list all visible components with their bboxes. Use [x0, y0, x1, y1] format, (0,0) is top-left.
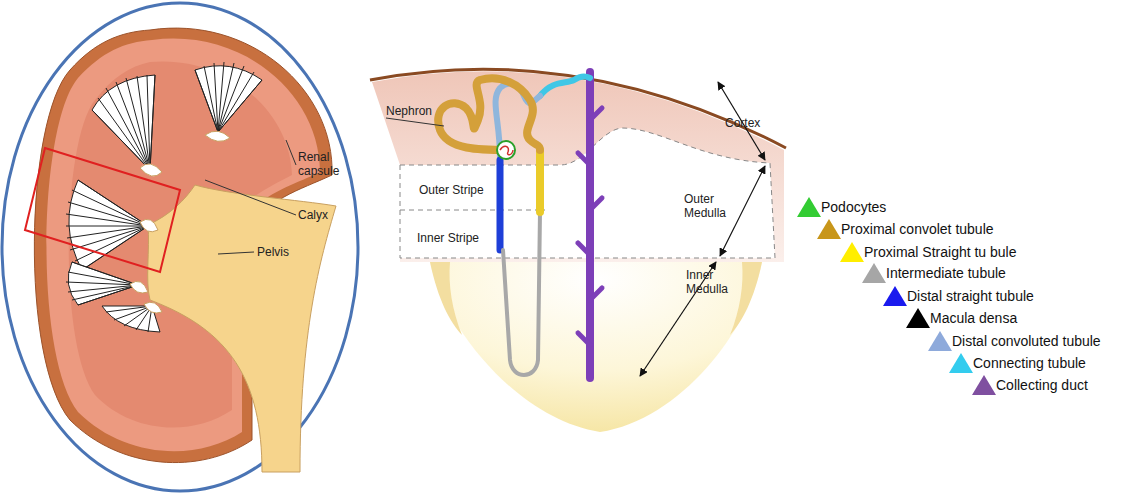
legend-triangle — [949, 353, 973, 373]
legend-swatch — [840, 241, 866, 263]
legend-swatch — [928, 330, 954, 352]
part-label: Inner Stripe — [417, 231, 527, 245]
legend-triangle — [862, 263, 886, 283]
legend-triangle — [972, 375, 996, 395]
legend-text: Distal convoluted tubule — [952, 333, 1101, 350]
part-label: Pelvis — [257, 245, 317, 259]
legend-triangle — [840, 242, 864, 262]
legend-text: Connecting tubule — [973, 355, 1086, 372]
legend-text: Collecting duct — [996, 377, 1088, 394]
legend-text: Proximal Straight tu bule — [864, 244, 1017, 261]
legend-swatch — [862, 262, 888, 284]
legend-triangle — [928, 331, 952, 351]
part-label: Renal capsule — [298, 150, 358, 178]
legend-swatch — [906, 307, 932, 329]
part-label: Outer Stripe — [419, 183, 529, 197]
part-label: Cortex — [725, 116, 795, 130]
part-label: Inner Medulla — [686, 268, 742, 296]
part-label: Nephron — [386, 104, 466, 118]
legend-swatch — [949, 352, 975, 374]
legend-swatch — [797, 196, 823, 218]
legend-text: Proximal convolet tubule — [841, 221, 994, 238]
legend-triangle — [817, 219, 841, 239]
legend-triangle — [883, 286, 907, 306]
legend-swatch — [817, 218, 843, 240]
legend-swatch — [972, 374, 998, 396]
legend-triangle — [797, 197, 821, 217]
legend-text: Macula densa — [930, 310, 1017, 327]
part-label: Outer Medulla — [684, 192, 736, 220]
legend-text: Podocytes — [821, 199, 886, 216]
legend-text: Intermediate tubule — [886, 265, 1006, 282]
part-label: Calyx — [298, 208, 358, 222]
legend-triangle — [906, 308, 930, 328]
legend-swatch — [883, 285, 909, 307]
legend-text: Distal straight tubule — [907, 288, 1034, 305]
